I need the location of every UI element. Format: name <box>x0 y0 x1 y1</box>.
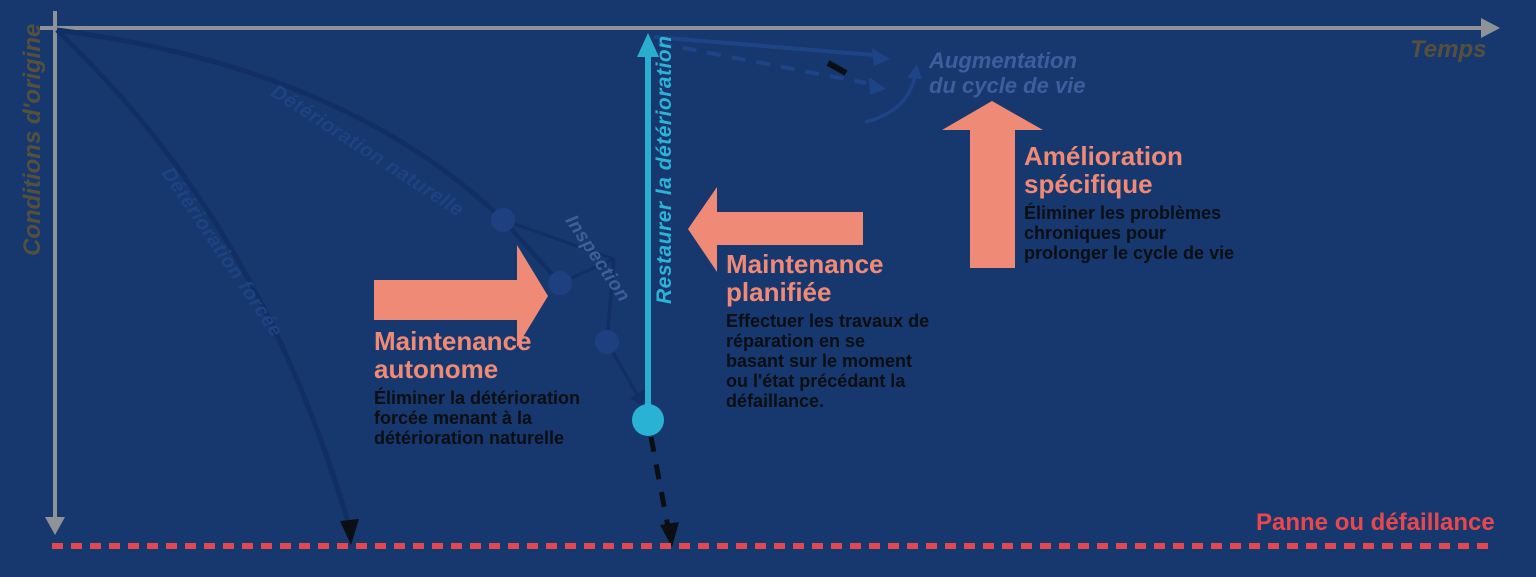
specific-improvement-description: Éliminer les problèmes chroniques pour p… <box>1024 203 1235 263</box>
lifecycle-increase-label: Augmentation du cycle de vie <box>929 48 1086 98</box>
failure-trajectory-arrowhead-icon <box>660 522 679 547</box>
sawtooth-descent-1 <box>501 218 562 285</box>
forced-deterioration-curve <box>55 28 351 523</box>
specific-improvement-arrow-icon <box>942 101 1043 268</box>
planned-maintenance-arrow-icon <box>688 187 863 272</box>
x-axis-arrowhead-icon <box>1481 18 1500 38</box>
planned-maintenance-block: Maintenance planifiée Effectuer les trav… <box>726 250 986 411</box>
lifecycle-dashed-arrow-line <box>657 41 867 85</box>
failure-trajectory-dashed-line <box>648 436 671 528</box>
planned-maintenance-description: Effectuer les travaux de réparation en s… <box>726 311 930 411</box>
lifecycle-solid-arrowhead-icon <box>872 48 890 66</box>
planned-maintenance-title: Maintenance planifiée <box>726 249 884 307</box>
restore-arrowhead-icon <box>637 33 659 57</box>
inspection-dot-2 <box>548 271 572 295</box>
autonomous-maintenance-title: Maintenance autonome <box>374 326 532 384</box>
lifecycle-solid-arrow-line <box>653 35 875 57</box>
forced-curve-arrowhead-icon <box>340 519 359 545</box>
sawtooth-upper-segment <box>502 218 615 261</box>
lifecycle-dashed-arrowhead-icon <box>869 77 886 95</box>
autonomous-maintenance-block: Maintenance autonome Éliminer la détério… <box>374 327 634 448</box>
sawtooth-arrowhead-icon <box>630 388 647 408</box>
lifecycle-swoosh-arrow <box>864 75 917 124</box>
autonomous-maintenance-description: Éliminer la détérioration forcée menant … <box>374 388 581 448</box>
y-axis-arrowhead-icon <box>45 517 65 535</box>
old-trajectory-dash <box>826 60 848 76</box>
restore-start-dot <box>632 404 664 436</box>
y-axis-label: Conditions d'origine <box>19 23 46 256</box>
inspection-dot-1 <box>491 208 515 232</box>
restore-deterioration-label: Restaurer la détérioration <box>653 35 676 304</box>
autonomous-maintenance-arrow-icon <box>374 245 548 347</box>
specific-improvement-title: Amélioration spécifique <box>1024 141 1183 199</box>
natural-deterioration-curve <box>56 27 505 222</box>
specific-improvement-block: Amélioration spécifique Éliminer les pro… <box>1024 142 1284 263</box>
inspection-dot-3 <box>595 330 619 354</box>
lifecycle-swoosh-arrowhead-icon <box>907 64 922 79</box>
sawtooth-descent-2 <box>605 258 616 343</box>
x-axis-label: Temps <box>1410 36 1487 63</box>
failure-label: Panne ou défaillance <box>1256 509 1495 536</box>
